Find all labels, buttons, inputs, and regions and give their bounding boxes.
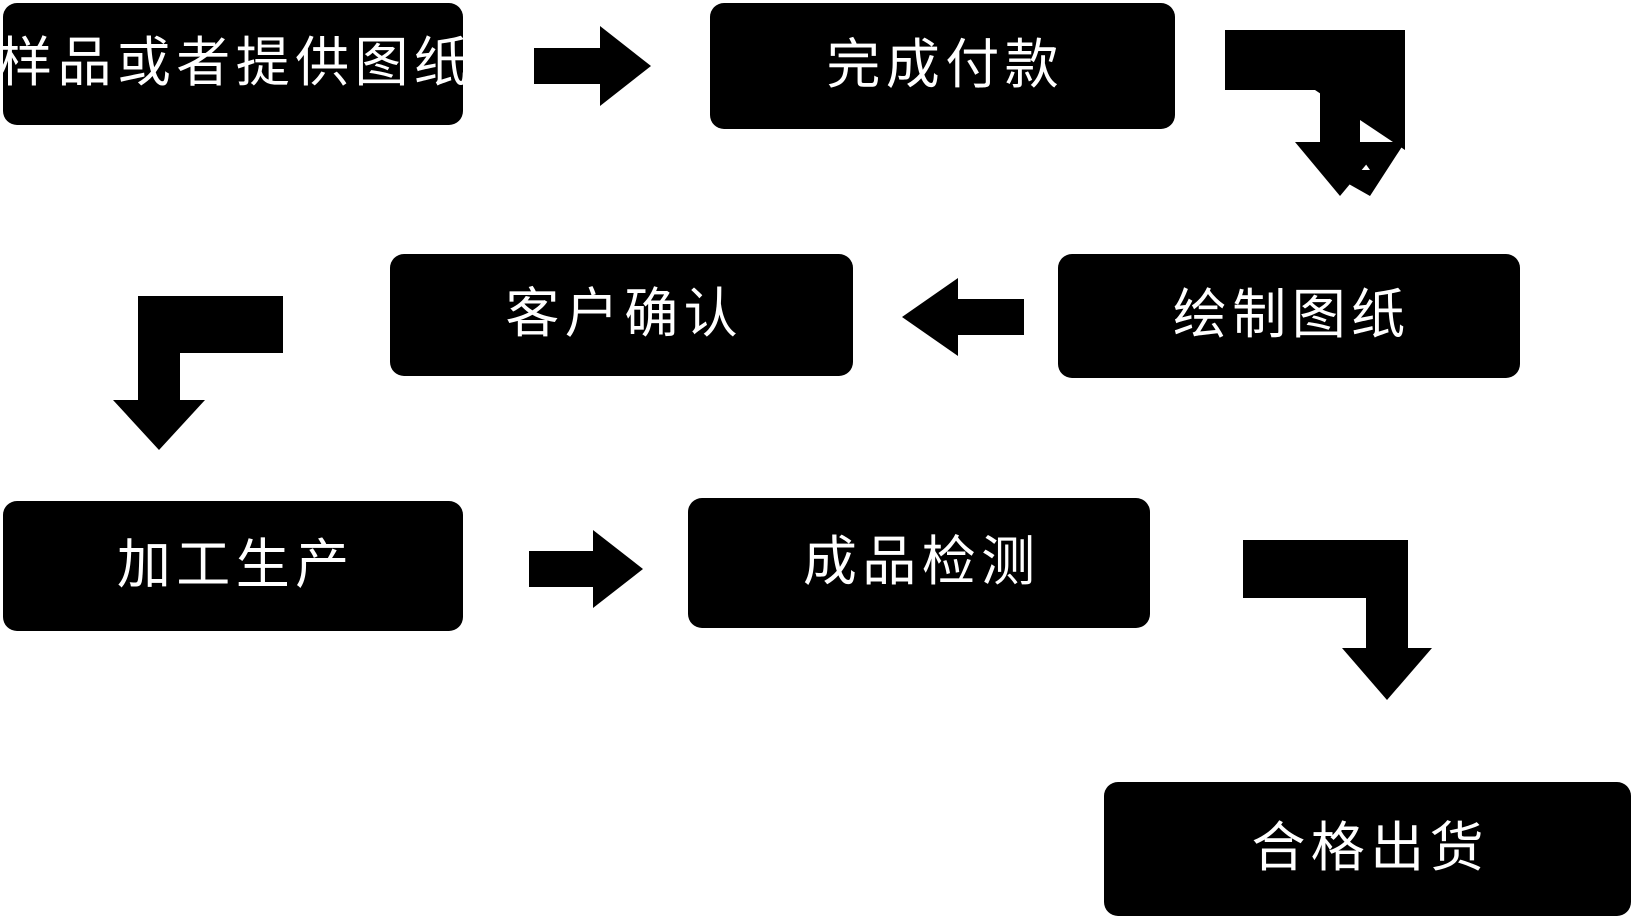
node-label: 客户确认 [505,284,743,345]
elbow-arrow-right-down-icon [1225,30,1405,196]
node-customer-confirm[interactable]: 客户确认 [390,254,853,376]
node-production[interactable]: 加工生产 [3,501,463,631]
node-draw-drawing[interactable]: 绘制图纸 [1058,254,1520,378]
node-complete-payment[interactable]: 完成付款 [710,3,1175,129]
node-final-inspection[interactable]: 成品检测 [688,498,1150,628]
arrow-right-icon [529,530,643,608]
node-qualified-shipment[interactable]: 合格出货 [1104,782,1631,916]
node-label: 成品检测 [802,532,1041,593]
elbow-arrow-right-down-icon [1243,540,1432,700]
node-label: 绘制图纸 [1172,285,1411,346]
node-label: 完成付款 [826,35,1064,96]
node-label: 加工生产 [116,535,355,596]
arrow-left-icon [902,278,1024,356]
node-label: 样品或者提供图纸 [0,33,474,94]
arrow-right-icon [534,26,651,106]
node-sample-or-drawing[interactable]: 样品或者提供图纸 [0,3,468,125]
elbow-arrow-left-down-icon [113,296,283,450]
node-label: 合格出货 [1251,818,1489,879]
